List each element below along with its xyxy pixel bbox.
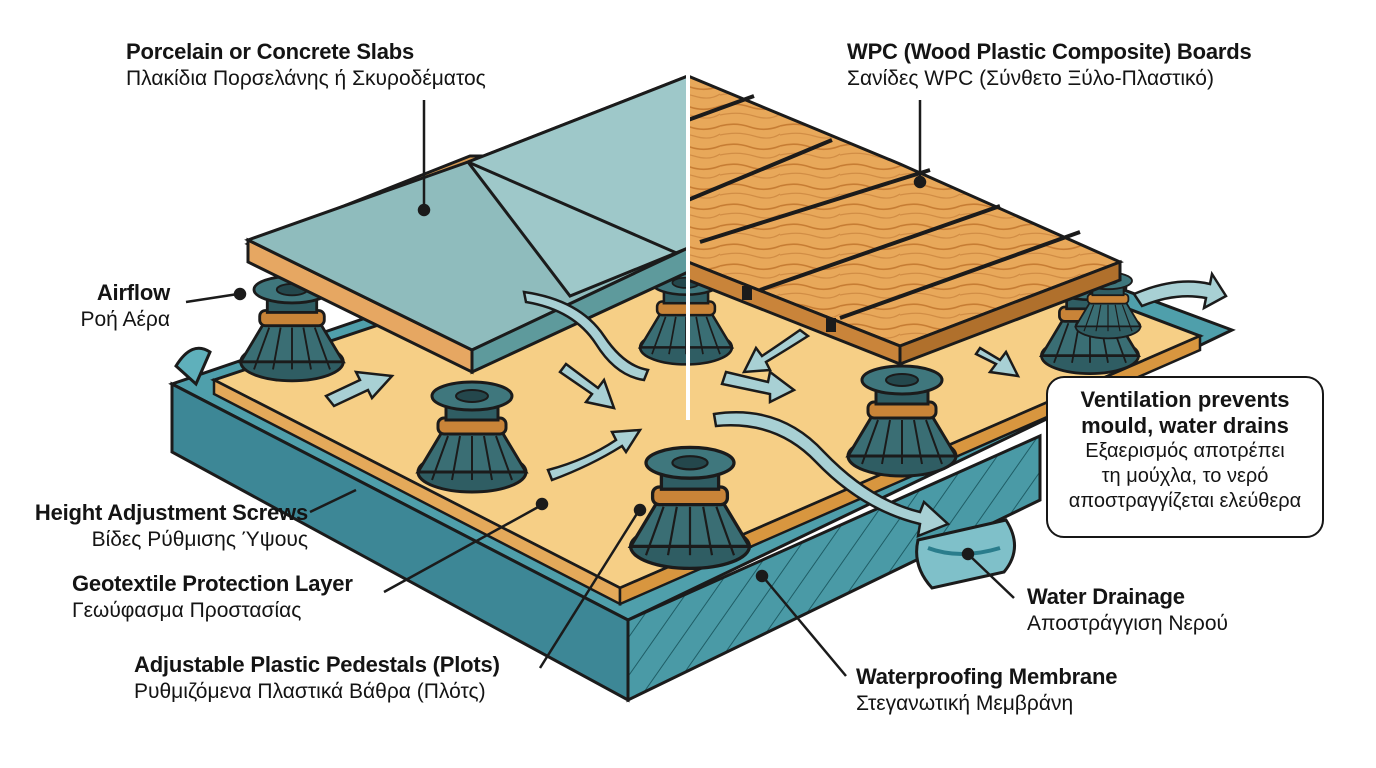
label-wpc-gr: Σανίδες WPC (Σύνθετο Ξύλο-Πλαστικό) — [847, 66, 1214, 90]
label-slabs-en: Porcelain or Concrete Slabs — [126, 39, 415, 64]
airflow-arrows — [324, 270, 1228, 538]
label-membrane-en: Waterproofing Membrane — [856, 664, 1118, 689]
wpc-boards — [686, 73, 1124, 367]
ventilation-gr-line2: τη μούχλα, το νερό — [1101, 464, 1269, 487]
label-screws: Height Adjustment Screws Βίδες Ρύθμισης … — [35, 500, 308, 552]
label-drainage: Water Drainage Αποστράγγιση Νερού — [1027, 584, 1228, 636]
label-membrane-gr: Στεγανωτική Μεμβράνη — [856, 691, 1074, 715]
ventilation-en-line1: Ventilation prevents — [1080, 387, 1290, 412]
label-drainage-gr: Αποστράγγιση Νερού — [1027, 611, 1228, 635]
label-membrane: Waterproofing Membrane Στεγανωτική Μεμβρ… — [856, 664, 1117, 716]
label-geotextile: Geotextile Protection Layer Γεωύφασμα Πρ… — [72, 571, 353, 623]
label-pedestals: Adjustable Plastic Pedestals (Plots) Ρυθ… — [134, 652, 500, 704]
label-pedestals-en: Adjustable Plastic Pedestals (Plots) — [134, 652, 500, 677]
label-slabs: Porcelain or Concrete Slabs Πλακίδια Πορ… — [126, 39, 486, 91]
pedestal — [845, 364, 959, 478]
label-slabs-gr: Πλακίδια Πορσελάνης ή Σκυροδέματος — [126, 66, 486, 90]
ventilation-callout: Ventilation prevents mould, water drains… — [1046, 376, 1324, 538]
label-airflow: Airflow Ροή Αέρα — [81, 280, 171, 332]
pedestal — [415, 380, 529, 494]
ventilation-gr-line1: Εξαερισμός αποτρέπει — [1085, 439, 1285, 462]
label-pedestals-gr: Ρυθμιζόμενα Πλαστικά Βάθρα (Πλότς) — [134, 679, 486, 703]
pedestal — [238, 274, 346, 383]
label-screws-gr: Βίδες Ρύθμισης Ύψους — [91, 527, 308, 551]
porcelain-slabs — [244, 73, 690, 375]
label-wpc: WPC (Wood Plastic Composite) Boards Σανί… — [847, 39, 1252, 91]
label-airflow-en: Airflow — [96, 280, 170, 305]
label-screws-en: Height Adjustment Screws — [34, 500, 308, 525]
label-airflow-gr: Ροή Αέρα — [80, 307, 171, 331]
ventilation-en-line2: mould, water drains — [1081, 412, 1289, 438]
ventilation-gr-line3: αποστραγγίζεται ελεύθερα — [1068, 489, 1302, 512]
label-geotextile-en: Geotextile Protection Layer — [72, 571, 353, 596]
label-wpc-en: WPC (Wood Plastic Composite) Boards — [847, 39, 1252, 64]
label-geotextile-gr: Γεωύφασμα Προστασίας — [72, 598, 302, 622]
label-drainage-en: Water Drainage — [1027, 584, 1185, 609]
pedestal — [627, 445, 753, 571]
leader-lines — [185, 100, 1015, 677]
